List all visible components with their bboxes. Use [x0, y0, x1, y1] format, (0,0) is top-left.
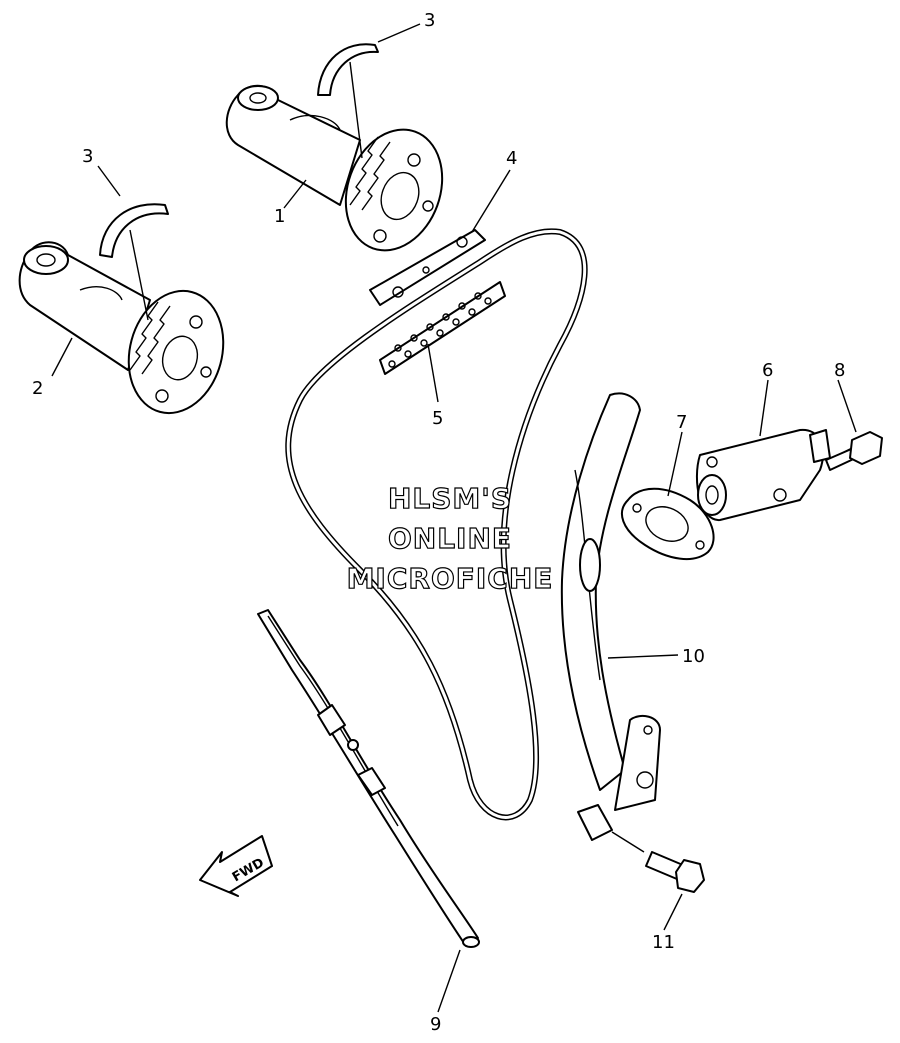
- clip-3-lower[interactable]: [99, 203, 169, 258]
- watermark: HLSM'S ONLINE MICROFICHE: [346, 481, 554, 595]
- camshaft-2[interactable]: [18, 241, 237, 424]
- leader-lines: [51, 23, 857, 1013]
- bolt-11[interactable]: [645, 851, 705, 893]
- forward-direction-arrow: FWD: [199, 835, 273, 897]
- tensioner-guide-10[interactable]: [560, 392, 661, 841]
- cam-chain[interactable]: [285, 228, 588, 821]
- callout-3-upper: 3: [424, 10, 435, 31]
- camshaft-1[interactable]: [225, 84, 459, 264]
- callout-10: 10: [682, 646, 705, 667]
- callout-9: 9: [430, 1014, 441, 1035]
- watermark-line-3: MICROFICHE: [347, 562, 554, 595]
- callout-8: 8: [834, 360, 845, 381]
- callout-11: 11: [652, 932, 675, 953]
- callout-7: 7: [676, 412, 687, 433]
- callout-1: 1: [274, 206, 285, 227]
- chain-links-detail: [379, 281, 506, 375]
- chain-guide-9[interactable]: [257, 609, 480, 948]
- callout-6: 6: [762, 360, 773, 381]
- bolt-8[interactable]: [825, 431, 883, 471]
- callout-3-lower: 3: [82, 146, 93, 167]
- callout-4: 4: [506, 148, 517, 169]
- watermark-line-2: ONLINE: [388, 522, 512, 555]
- callout-5: 5: [432, 408, 443, 429]
- callout-2: 2: [32, 378, 43, 399]
- gasket-7[interactable]: [621, 487, 715, 560]
- callout-labels: 3 3 1 2 4 5 6 8 7 10 11 9: [32, 10, 845, 1035]
- chain-guide-4[interactable]: [369, 229, 486, 306]
- clip-3-upper[interactable]: [317, 43, 379, 96]
- chain-tensioner-6[interactable]: [696, 428, 831, 522]
- watermark-line-1: HLSM'S: [388, 482, 512, 515]
